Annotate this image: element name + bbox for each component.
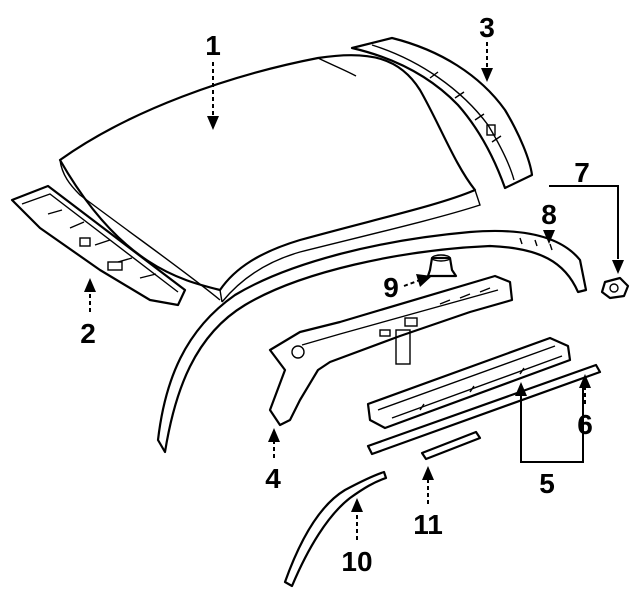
- leader-3: [481, 42, 493, 82]
- leader-8: [543, 230, 555, 244]
- clip-part: [426, 254, 458, 278]
- callout-4: 4: [265, 463, 281, 494]
- callout-9: 9: [383, 272, 399, 303]
- callout-3: 3: [479, 12, 495, 43]
- callout-10: 10: [341, 546, 372, 577]
- callout-7: 7: [574, 157, 590, 188]
- roof-panel: [58, 54, 481, 303]
- leader-10: [351, 498, 363, 540]
- callout-2: 2: [80, 318, 96, 349]
- leader-6: [579, 374, 591, 404]
- leader-4: [268, 428, 280, 458]
- rear-rail-bar: [366, 336, 572, 430]
- callout-8: 8: [541, 199, 557, 230]
- curved-strip: [283, 470, 388, 588]
- callout-1: 1: [205, 30, 221, 61]
- callout-5: 5: [539, 468, 555, 499]
- front-roof-header: [10, 184, 187, 307]
- fastener-part: [600, 276, 630, 300]
- roof-side-rail: [268, 274, 514, 427]
- leader-5: [515, 382, 584, 463]
- roof-side-molding: [156, 229, 588, 454]
- short-strip: [420, 430, 482, 461]
- rear-roof-header: [350, 36, 534, 190]
- callout-6: 6: [577, 409, 593, 440]
- callout-11: 11: [413, 509, 443, 540]
- leader-11: [422, 466, 434, 504]
- leader-1: [207, 62, 219, 130]
- leader-2: [84, 278, 96, 312]
- leader-7: [549, 185, 624, 274]
- leader-9: [403, 274, 432, 287]
